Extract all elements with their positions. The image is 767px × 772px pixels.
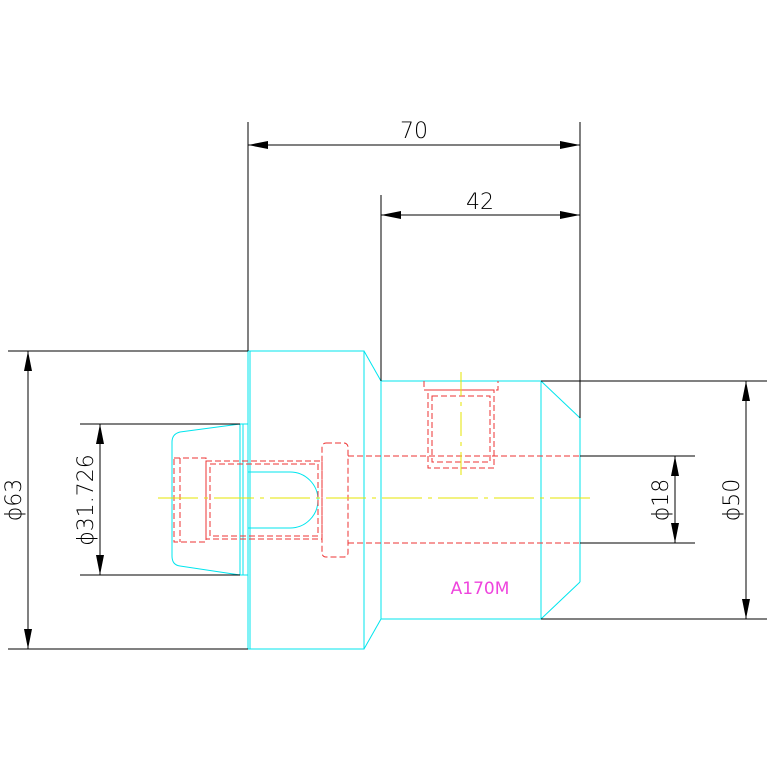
hidden-features bbox=[173, 381, 580, 558]
lower-chamfer bbox=[363, 618, 382, 650]
end-chamfer-bottom bbox=[540, 581, 581, 620]
hole-diameter-text: ϕ18 bbox=[649, 479, 674, 522]
overall-length-text: 70 bbox=[400, 119, 428, 144]
hidden-shaft-inner bbox=[209, 463, 319, 537]
step-length-text: 42 bbox=[466, 190, 494, 215]
rounded-slot bbox=[248, 471, 319, 529]
center-lines bbox=[158, 372, 595, 499]
minor-diameter-text: ϕ50 bbox=[720, 479, 745, 522]
major-diameter-text: ϕ63 bbox=[2, 479, 27, 522]
hidden-shaft bbox=[205, 460, 323, 540]
left-recess bbox=[171, 423, 248, 576]
large-cylinder bbox=[247, 350, 365, 650]
end-chamfer-top bbox=[540, 380, 581, 419]
dimension-lines bbox=[8, 122, 767, 650]
part-outline bbox=[171, 350, 581, 650]
dimension-texts: 70 42 ϕ63 ϕ31.726 ϕ18 ϕ50 bbox=[2, 119, 745, 546]
upper-chamfer bbox=[363, 350, 382, 382]
part-label: A170M bbox=[451, 579, 510, 599]
hidden-bore bbox=[173, 457, 207, 543]
hidden-collar bbox=[321, 442, 349, 558]
bore-diameter-text: ϕ31.726 bbox=[74, 454, 99, 546]
